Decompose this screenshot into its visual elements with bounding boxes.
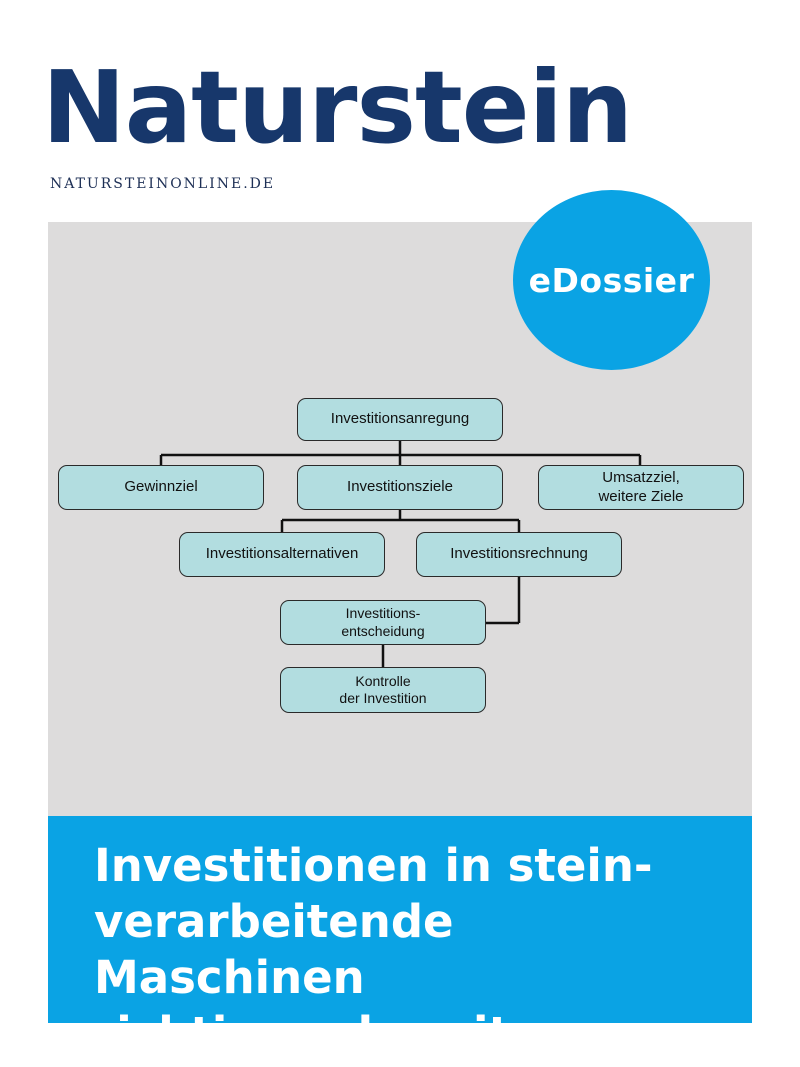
node-investitionsentscheidung: Investitions- entscheidung [280,600,486,645]
edossier-label: eDossier [528,260,695,300]
node-umsatzziel: Umsatzziel, weitere Ziele [538,465,744,510]
masthead-title: Naturstein [42,49,633,166]
node-gewinnziel: Gewinnziel [58,465,264,510]
node-investitionsanregung: Investitionsanregung [297,398,503,441]
headline-banner: Investitionen in stein- verarbeitende Ma… [48,816,752,1060]
headline-text: Investitionen in stein- verarbeitende Ma… [94,839,653,1060]
node-investitionsrechnung: Investitionsrechnung [416,532,622,577]
node-investitionsziele: Investitionsziele [297,465,503,510]
website-url: NATURSTEINONLINE.DE [50,176,276,192]
node-kontrolle: Kontrolle der Investition [280,667,486,713]
edossier-badge: eDossier [513,190,710,370]
node-investitionsalternativen: Investitionsalternativen [179,532,385,577]
